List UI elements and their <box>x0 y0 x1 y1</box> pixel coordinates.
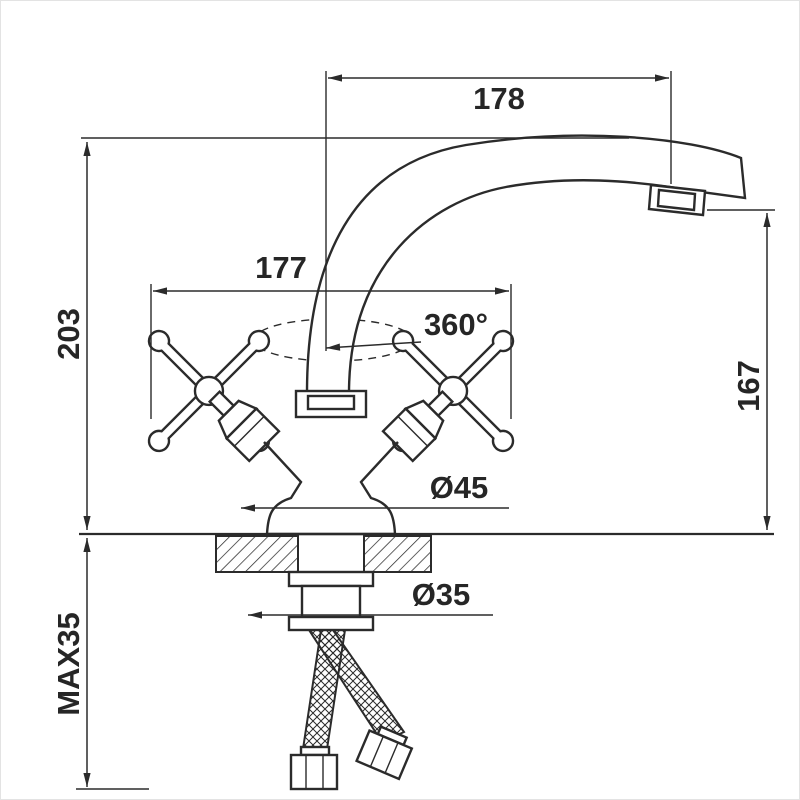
dim-body-width: 177 <box>153 250 509 295</box>
spout <box>305 134 747 395</box>
leader-hole-diameter: Ø35 <box>248 577 493 619</box>
body-width-label: 177 <box>255 250 307 285</box>
countertop <box>215 535 432 573</box>
hole-diameter-label: Ø35 <box>412 577 471 612</box>
dim-total-height: 203 <box>51 142 91 530</box>
hose-right <box>307 629 406 744</box>
leader-swivel: 360° <box>325 307 488 351</box>
right-handle <box>381 329 515 463</box>
total-height-label: 203 <box>51 308 86 360</box>
hose-nut-right <box>355 725 414 781</box>
supply-hoses <box>289 629 414 791</box>
leader-base-diameter: Ø45 <box>241 470 509 512</box>
faucet-drawing <box>79 134 774 791</box>
faucet-base <box>263 441 399 536</box>
dim-max-thickness: MAX35 <box>51 538 91 787</box>
hose-nut-left <box>289 745 339 791</box>
max-thickness-label: MAX35 <box>51 612 86 715</box>
left-handle <box>147 329 281 463</box>
swivel-angle-label: 360° <box>424 307 488 342</box>
extension-lines <box>76 71 775 790</box>
dim-spout-height: 167 <box>731 213 771 530</box>
dim-spout-reach: 178 <box>328 74 669 116</box>
spout-reach-label: 178 <box>473 81 525 116</box>
mounting-hardware <box>287 570 375 632</box>
spout-height-label: 167 <box>731 360 766 412</box>
aerator <box>647 183 707 217</box>
spout-mount-block <box>294 389 368 419</box>
base-diameter-label: Ø45 <box>430 470 489 505</box>
